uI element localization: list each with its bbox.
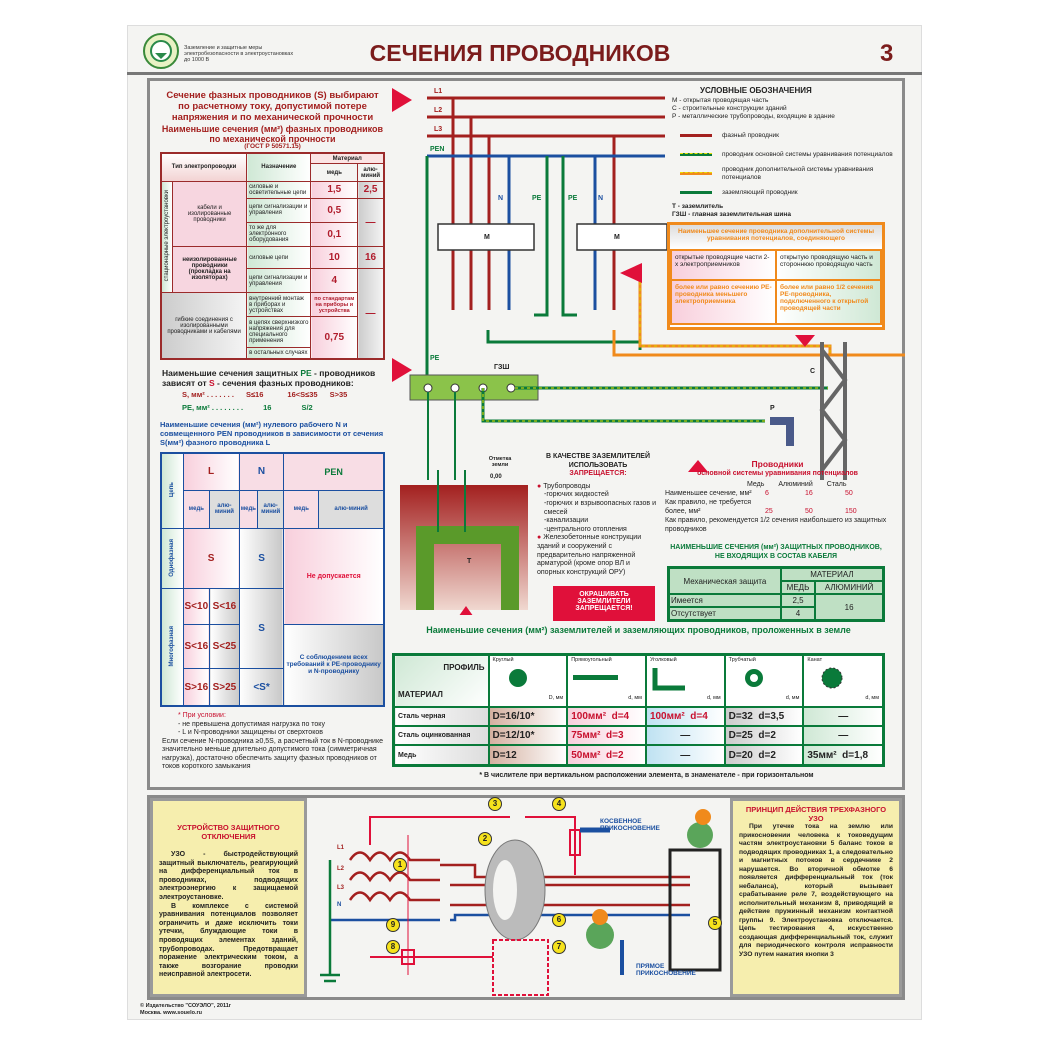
profile-shape-icon [744, 669, 763, 687]
label-t: Т [467, 558, 472, 565]
legend-item: проводник основной системы уравнивания п… [680, 145, 900, 164]
profile-shape-icon [821, 667, 843, 689]
ground-mark: Отметка земли [488, 456, 512, 468]
npen-title: Наименьшие сечения (мм²) нулевого рабоче… [160, 420, 384, 447]
profile-shape-icon [573, 675, 619, 680]
poster-subtitle: Заземление и защитные меры электробезопа… [184, 45, 294, 63]
label-l3: L3 [434, 126, 443, 133]
label-n1: N [498, 195, 504, 202]
uzo-l3: L3 [337, 885, 345, 891]
label-gzsh: ГЗШ [494, 364, 510, 371]
phase-table-gost: (ГОСТ Р 50571.15) [244, 143, 301, 150]
potential-equalization-diagram [392, 88, 905, 480]
uzo-label-6: 6 [552, 913, 566, 927]
label-m1: M [484, 234, 490, 241]
uzo-label-1: 1 [393, 858, 407, 872]
earth-title: Наименьшие сечения (мм²) заземлителей и … [426, 625, 851, 635]
uzo-l1: L1 [337, 845, 345, 851]
uzo-n: N [337, 902, 342, 908]
ground-electrode [416, 470, 519, 615]
uzo-label-5: 5 [708, 916, 722, 930]
direct-touch: ПРЯМОЕ ПРИКОСНОВЕНИЕ [636, 963, 696, 977]
label-pen: PEN [430, 146, 445, 153]
paint-warning: ОКРАШИВАТЬ ЗАЗЕМЛИТЕЛИ ЗАПРЕЩАЕТСЯ! [553, 586, 655, 621]
legend-item: фазный проводник [680, 126, 900, 145]
label-n2: N [598, 195, 604, 202]
publisher-logo [143, 33, 179, 69]
indirect-touch: КОСВЕННОЕ ПРИКОСНОВЕНИЕ [600, 818, 660, 832]
legend-title: УСЛОВНЫЕ ОБОЗНАЧЕНИЯ [700, 86, 812, 95]
profile-shape-icon [508, 669, 527, 687]
uzo-l2: L2 [337, 866, 345, 872]
label-pe1: PE [532, 195, 542, 202]
pe-text: Наименьшие сечения защитных PE - проводн… [162, 368, 376, 388]
label-pe2: PE [568, 195, 578, 202]
uzo-diagram [320, 809, 722, 996]
uzo-label-4: 4 [552, 797, 566, 811]
ground-level: 0,00 [490, 474, 502, 480]
label-l1: L1 [434, 88, 443, 95]
phase-intro: Сечение фазных проводников (S) выбирают … [166, 90, 379, 123]
profile-shape-icon [652, 668, 685, 691]
label-m2: M [614, 234, 620, 241]
legend-item: проводник дополнительной системы уравнив… [680, 164, 900, 183]
uzo-label-2: 2 [478, 832, 492, 846]
legend-item: заземляющий проводник [680, 183, 900, 202]
divider [127, 72, 922, 75]
uzo-description: УСТРОЙСТВО ЗАЩИТНОГО ОТКЛЮЧЕНИЯ УЗО - бы… [150, 798, 307, 997]
label-l2: L2 [434, 107, 443, 114]
uzo-label-3: 3 [488, 797, 502, 811]
protect-title: НАИМЕНЬШИЕ СЕЧЕНИЯ (мм²) ЗАЩИТНЫХ ПРОВОД… [670, 544, 882, 560]
uzo-label-8: 8 [386, 940, 400, 954]
sheet-number: 3 [880, 40, 894, 67]
main-frame [147, 78, 905, 790]
uzo-label-9: 9 [386, 918, 400, 932]
phase-table-title: Наименьшие сечения (мм²) фазных проводни… [161, 124, 384, 144]
additional-equalization-box: Наименьшее сечение проводника дополнител… [667, 222, 885, 330]
uzo-principle: ПРИНЦИП ДЕЙСТВИЯ ТРЕХФАЗНОГО УЗО При уте… [730, 798, 902, 997]
legend-line-swatch [680, 134, 712, 137]
earth-footnote: * В числителе при вертикальном расположе… [479, 772, 814, 779]
label-c: С [810, 368, 816, 375]
label-p: Р [770, 405, 775, 412]
label-pe3: PE [430, 355, 440, 362]
legend-line-swatch [680, 191, 712, 194]
page-title: СЕЧЕНИЯ ПРОВОДНИКОВ [369, 40, 671, 66]
uzo-label-7: 7 [552, 940, 566, 954]
npen-notes: * При условии:- не превышена допустимая … [162, 712, 383, 770]
legend-line-swatch [680, 153, 712, 156]
legend-line-swatch [680, 172, 712, 175]
